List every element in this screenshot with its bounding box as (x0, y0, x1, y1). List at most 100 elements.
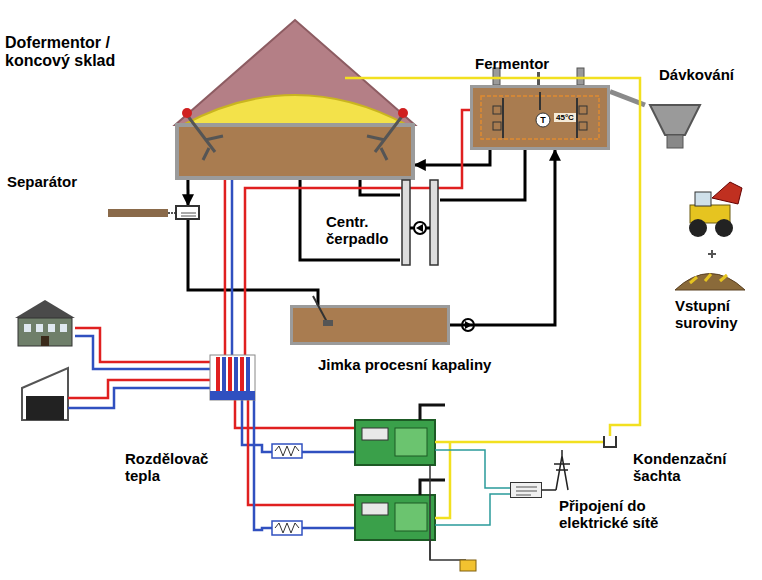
drawing-path (181, 213, 196, 216)
drawing-path (604, 436, 616, 447)
drawing-circle (398, 108, 408, 118)
wheel-loader (689, 182, 742, 258)
pipe-connector (300, 180, 400, 260)
house-icon (15, 300, 75, 346)
drawing-path (435, 450, 510, 488)
drawing-path (554, 450, 570, 490)
drawing-circle (536, 113, 550, 127)
drawing-rect (323, 320, 333, 326)
drawing-path (248, 400, 355, 505)
drawing-rect (395, 503, 427, 531)
drawing-path (542, 489, 556, 491)
part-label: Separátor (7, 173, 77, 190)
solids-pile (108, 209, 168, 217)
drawing-rect (60, 324, 67, 332)
fermentor-tank-outline (473, 88, 607, 147)
drawing-rect (36, 324, 43, 332)
drawing-path (275, 446, 299, 456)
part-label: Dofermentor / koncový sklad (5, 34, 140, 70)
part-label: Kondenzační šachta (633, 450, 745, 484)
drawing-rect (355, 495, 435, 540)
drawing-path (68, 388, 210, 408)
drawing-rect (272, 444, 302, 458)
drawing-path (430, 465, 466, 560)
pipe-connector (415, 78, 640, 436)
process-liquid-sump-outline (293, 308, 447, 342)
drawing-path (345, 77, 415, 80)
drawing-polygon (175, 20, 415, 125)
drawing-path (712, 182, 742, 204)
drawing-polygon (650, 105, 700, 135)
heat-exchanger (272, 444, 302, 535)
drawing-path (516, 487, 537, 495)
pipe-connector (415, 150, 490, 165)
drawing-path (313, 296, 327, 322)
drawing-path (187, 115, 403, 160)
heat-pipes (68, 328, 355, 530)
separator-unit-outline (177, 207, 198, 218)
pipe-connector (440, 150, 525, 200)
chp-unit (355, 405, 445, 540)
temperature-label: 45°C (554, 113, 576, 122)
part-label: Jimka procesní kapaliny (318, 356, 491, 373)
process-liquid-sump: Jimka procesní kapaliny (290, 305, 450, 345)
storage-tank: Dofermentor / koncový sklad (175, 20, 415, 180)
pipe-connector (450, 150, 555, 325)
centrifugal-pump-outline (400, 180, 440, 265)
drawing-circle (414, 222, 426, 234)
drawing-rect (577, 68, 584, 85)
pipe-connector (231, 180, 234, 355)
part-label: Rozdělovač tepla (125, 450, 220, 484)
fermentor-tank: Fermentor45°C (470, 85, 610, 150)
drawing-rect (177, 125, 413, 178)
drawing-path (708, 250, 716, 258)
drawing-path (420, 405, 445, 420)
drawing-rect (41, 336, 49, 346)
drawing-rect (210, 355, 255, 400)
drawing-rect (362, 428, 388, 440)
dosing-hopper-outline (645, 100, 705, 150)
drawing-rect (579, 106, 587, 114)
drawing-circle (689, 219, 707, 237)
drawing-circle (182, 108, 192, 118)
barn-icon (22, 368, 68, 420)
drawing-rect (18, 318, 72, 346)
grid-meter-outline (511, 483, 541, 497)
drawing-rect (26, 396, 64, 420)
feedstock-pile-outline (675, 265, 745, 290)
power-pylon (542, 450, 570, 490)
heat-distributor: Rozdělovač tepla (210, 355, 255, 400)
pipe-connector (188, 220, 318, 305)
drawing-rect (493, 106, 501, 114)
pipe-connector (186, 180, 189, 205)
drawing-rect (395, 428, 427, 456)
drawing-path (75, 328, 210, 362)
part-label: Fermentor (475, 55, 549, 72)
drawing-path (416, 224, 423, 232)
drawing-rect (667, 135, 683, 148)
drawing-path (675, 274, 745, 291)
separator-outlet (168, 212, 175, 214)
drawing-path (275, 523, 299, 533)
part-label: Centr. čerpadlo (326, 213, 398, 247)
drawing-path (183, 95, 407, 125)
condensate-shaft-outline (603, 436, 617, 448)
drawing-rect (24, 324, 31, 332)
drawing-path (435, 494, 510, 525)
drawing-path (690, 274, 727, 283)
drawing-rect (695, 192, 711, 206)
drawing-rect (48, 324, 55, 332)
drawing-path (420, 480, 445, 495)
grid-meter: Připojení do elektrické sítě (510, 482, 542, 498)
drawing-rect (210, 391, 255, 400)
drawing-rect (272, 521, 302, 535)
drawing-path (503, 92, 577, 138)
drawing-path (254, 400, 355, 530)
separator-unit: Separátor (175, 205, 200, 220)
drawing-rect (355, 420, 435, 465)
dosing-hopper: Dávkování (645, 100, 705, 150)
storage-tank-outline (175, 20, 415, 180)
